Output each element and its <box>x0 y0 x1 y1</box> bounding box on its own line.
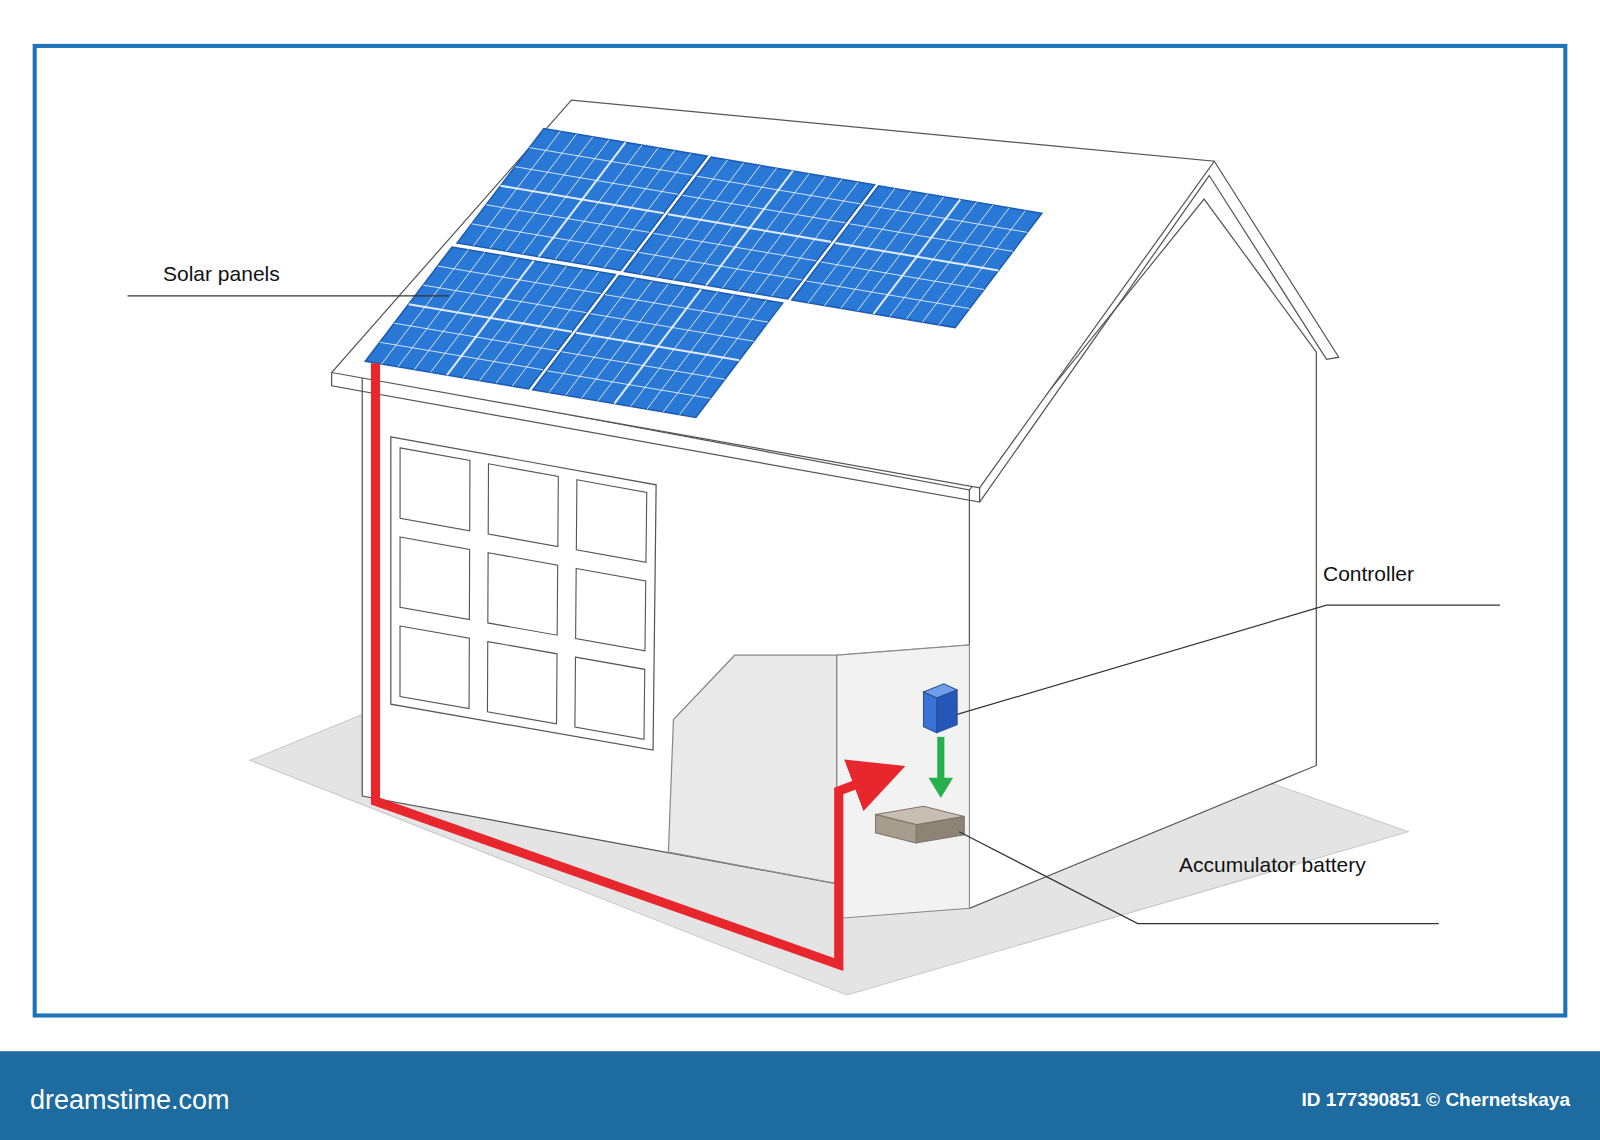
footer-site: dreamstime.com <box>30 1085 230 1116</box>
solar-panel <box>533 276 783 418</box>
footer-bar <box>0 1051 1600 1140</box>
leader-line <box>957 605 1500 714</box>
charge-arrow <box>937 737 944 780</box>
leader-line <box>959 832 1439 924</box>
solar-panel-array <box>365 129 1042 418</box>
window <box>391 437 656 750</box>
leader-line <box>128 295 449 296</box>
part-label: Solar panels <box>163 262 280 286</box>
frame <box>35 46 1566 1016</box>
battery-box <box>876 806 965 843</box>
footer-credit: ID 177390851 © Chernetskaya <box>1301 1089 1570 1111</box>
controller-box <box>923 684 957 733</box>
power-cable-arrow <box>376 363 880 964</box>
part-label: Controller <box>1323 562 1414 586</box>
part-label: Accumulator battery <box>1179 853 1366 877</box>
roof <box>332 100 1215 488</box>
solar-panel <box>792 186 1042 328</box>
